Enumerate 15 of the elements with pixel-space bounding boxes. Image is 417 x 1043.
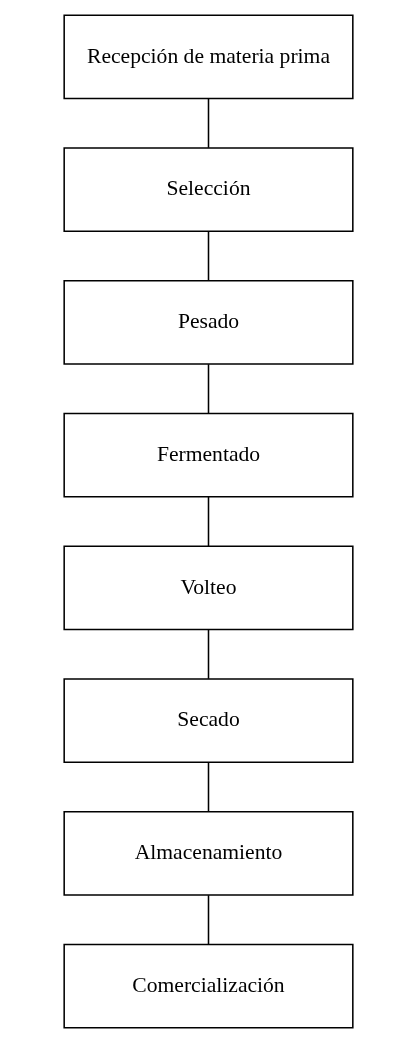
connector [207,761,210,813]
connector [207,97,210,149]
node-box: Comercialización [63,943,354,1029]
node-box: Pesado [63,279,354,365]
node-box: Almacenamiento [63,810,354,896]
node-box: Selección [63,147,354,233]
connector [207,894,210,946]
connector [207,230,210,282]
connector [207,628,210,680]
node-box: Secado [63,678,354,764]
node-box: Fermentado [63,412,354,498]
connector [207,363,210,415]
node-box: Recepción de materia prima [63,14,354,100]
node-box: Volteo [63,545,354,631]
connector [207,496,210,547]
